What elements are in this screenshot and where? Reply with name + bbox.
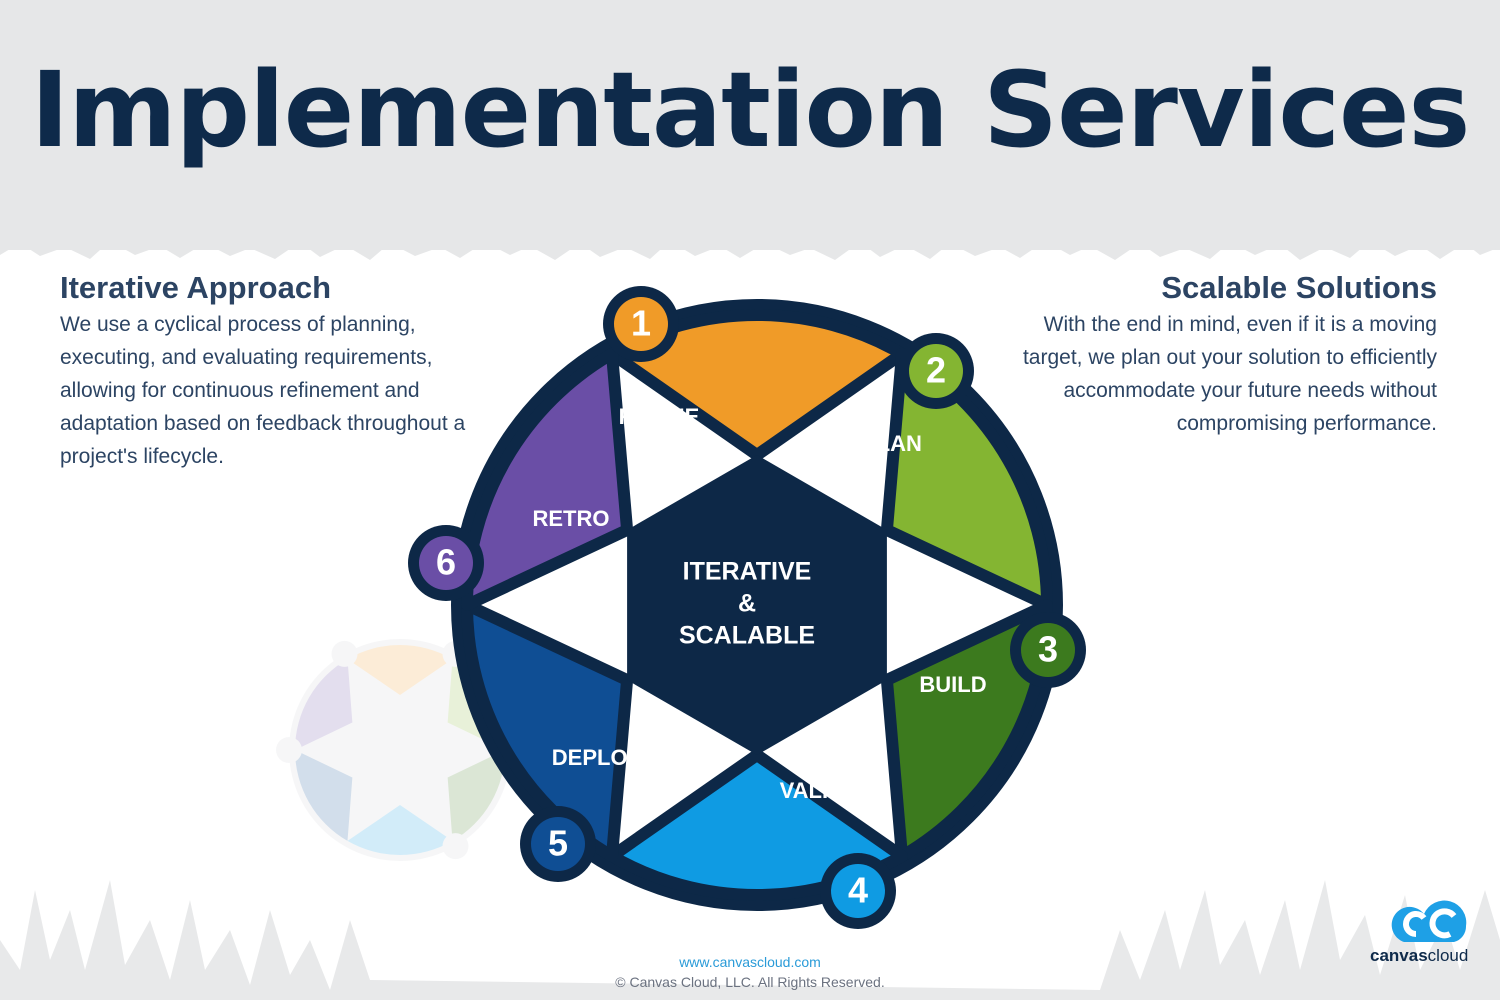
center-line-1: ITERATIVE xyxy=(683,558,812,586)
center-line-3: SCALABLE xyxy=(679,622,815,650)
footer-copyright: © Canvas Cloud, LLC. All Rights Reserved… xyxy=(615,974,885,990)
segment-label-build: BUILD xyxy=(919,672,986,697)
page-title: Implementation Services xyxy=(30,49,1471,171)
left-panel: Iterative Approach We use a cyclical pro… xyxy=(60,270,505,473)
grass-texture xyxy=(0,880,1500,1000)
logo-wordmark: canvascloud xyxy=(1370,946,1468,966)
logo-word-light: cloud xyxy=(1427,946,1469,965)
logo-word-bold: canvas xyxy=(1370,946,1428,965)
right-heading: Scalable Solutions xyxy=(1161,270,1437,305)
segment-retro-ghost xyxy=(295,659,353,750)
ghost-badge-b1 xyxy=(331,640,358,667)
footer: www.canvascloud.com © Canvas Cloud, LLC.… xyxy=(0,952,1500,992)
badge-inner-1 xyxy=(614,297,668,351)
segment-label-validate: VALIDATE xyxy=(780,778,887,803)
left-heading: Iterative Approach xyxy=(60,270,332,305)
header-band xyxy=(0,0,1500,260)
cloud-icon xyxy=(1391,900,1467,942)
cycle-center-text: ITERATIVE & SCALABLE xyxy=(679,558,815,650)
badge-number-6: 6 xyxy=(436,542,456,583)
ghost-badge-b4 xyxy=(442,833,469,860)
badge-number-4: 4 xyxy=(848,870,868,911)
badge-number-5: 5 xyxy=(548,823,568,864)
badge-number-3: 3 xyxy=(1038,629,1058,670)
badge-inner-3 xyxy=(1021,623,1075,677)
badge-number-1: 1 xyxy=(631,303,651,344)
badge-inner-2 xyxy=(909,344,963,398)
segment-deploy-ghost xyxy=(295,750,353,841)
segment-label-plan: PLAN xyxy=(862,431,922,456)
torn-edge xyxy=(0,225,1500,260)
center-line-2: & xyxy=(738,590,756,618)
badge-inner-5 xyxy=(531,817,585,871)
segment-validate-ghost xyxy=(347,805,453,855)
ghost-badge-b6 xyxy=(276,737,302,763)
badge-inner-4 xyxy=(831,864,885,918)
badge-inner-6 xyxy=(419,536,473,590)
segment-label-retro: RETRO xyxy=(533,506,610,531)
badge-number-2: 2 xyxy=(926,350,946,391)
right-panel: Scalable Solutions With the end in mind,… xyxy=(992,270,1437,440)
segment-build-ghost xyxy=(447,750,505,841)
footer-url[interactable]: www.canvascloud.com xyxy=(679,954,821,970)
right-body: With the end in mind, even if it is a mo… xyxy=(1022,313,1437,435)
segment-refine-ghost xyxy=(347,645,453,695)
segment-label-refine: REFINE xyxy=(619,404,700,429)
cycle-number-badges: 1 2 3 4 5 6 xyxy=(408,286,1086,929)
ghost-ring xyxy=(289,639,511,861)
center-hexagon xyxy=(627,455,887,755)
ghost-cycle xyxy=(276,639,511,861)
cycle-segment-labels: REFINE PLAN BUILD VALIDATE DEPLOY RETRO xyxy=(533,404,987,803)
left-body: We use a cyclical process of planning, e… xyxy=(60,313,466,468)
canvascloud-logo: canvascloud xyxy=(1370,900,1480,970)
segment-label-deploy: DEPLOY xyxy=(552,745,643,770)
